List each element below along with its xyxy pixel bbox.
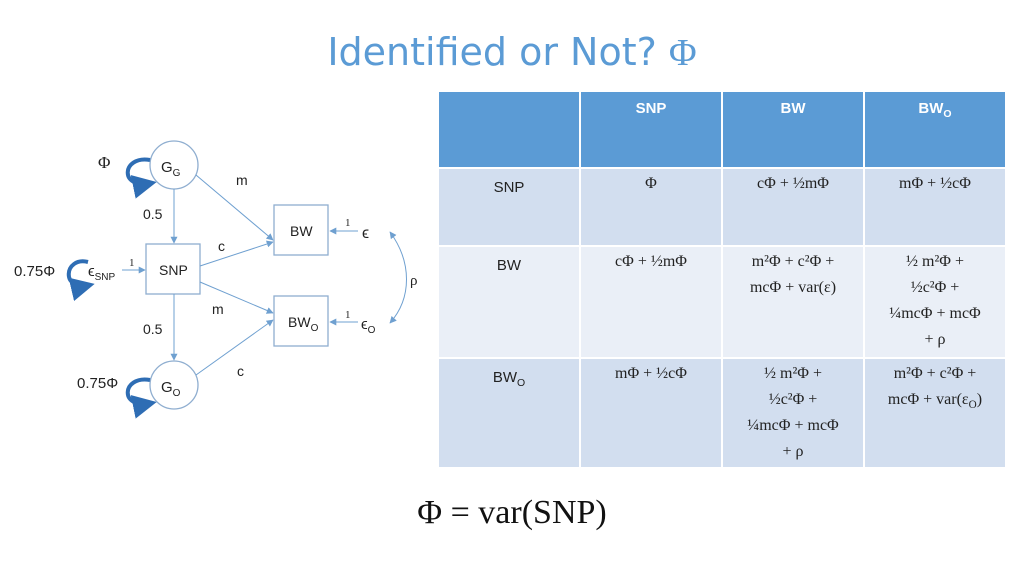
cell-snp-snp: Φ: [579, 167, 723, 247]
go-label: GO: [161, 379, 181, 399]
gg-variance-loop: [125, 157, 157, 199]
rho-label: ρ: [410, 273, 418, 289]
one-snp-label: 1: [129, 257, 135, 269]
cell-snp-bwo: mΦ + ½cΦ: [863, 167, 1007, 247]
eps-snp-variance-loop: [66, 259, 95, 302]
path-snp-bw: [199, 240, 274, 267]
path-go-bwo: [195, 319, 274, 376]
title-text: Identified or Not?: [327, 30, 669, 74]
header-snp: SNP: [579, 90, 723, 169]
go-variance-label: 0.75Φ: [77, 375, 118, 392]
matrix-row-bwo: BWO mΦ + ½cΦ ½ m²Φ +½c²Φ +¼mcΦ + mcΦ+ ρ …: [437, 357, 1007, 469]
header-bwo: BWO: [863, 90, 1007, 169]
snp-node-label: SNP: [159, 262, 188, 278]
bw-node-label: BW: [290, 223, 313, 239]
one-bw-label: 1: [345, 217, 351, 229]
path-c-bottom-label: c: [237, 363, 244, 379]
path-05-top-label: 0.5: [143, 206, 163, 222]
rho-covariance-arc: [389, 231, 407, 324]
phi-definition-formula: Φ = var(SNP): [417, 494, 607, 531]
gg-label: GG: [161, 159, 181, 179]
cell-bw-bwo: ½ m²Φ +½c²Φ +¼mcΦ + mcΦ+ ρ: [863, 245, 1007, 359]
gg-node: [149, 140, 199, 190]
path-snp-bwo: [199, 281, 274, 314]
bw-node: [273, 204, 329, 256]
path-diagram: GG Φ SNP GO 0.75Φ BW BWO 0.5 0.5 m c m c…: [14, 140, 418, 419]
path-c-top-label: c: [218, 238, 225, 254]
path-gg-bw: [195, 174, 274, 241]
row-label-bwo: BWO: [437, 357, 581, 469]
snp-variance-label: 0.75Φ: [14, 263, 55, 280]
slide-title: Identified or Not? Φ: [0, 30, 1024, 75]
matrix-header-row: SNP BW BWO: [437, 90, 1007, 169]
phi-variance-label: Φ: [98, 153, 110, 172]
bwo-node-label: BWO: [288, 314, 319, 334]
bwo-node: [273, 295, 329, 347]
cell-bwo-snp: mΦ + ½cΦ: [579, 357, 723, 469]
go-node: [149, 360, 199, 410]
cell-bwo-bw: ½ m²Φ +½c²Φ +¼mcΦ + mcΦ+ ρ: [721, 357, 865, 469]
path-m-bottom-label: m: [212, 301, 224, 317]
snp-node: [145, 243, 201, 295]
matrix-row-snp: SNP Φ cΦ + ½mΦ mΦ + ½cΦ: [437, 167, 1007, 247]
row-label-snp: SNP: [437, 167, 581, 247]
go-variance-loop: [125, 377, 157, 419]
eps-o-label: ϵO: [361, 316, 376, 336]
path-05-bottom-label: 0.5: [143, 321, 163, 337]
cell-snp-bw: cΦ + ½mΦ: [721, 167, 865, 247]
cell-bw-bw: m²Φ + c²Φ +mcΦ + var(ε): [721, 245, 865, 359]
eps-bw-label: ϵ: [362, 225, 369, 242]
title-phi-symbol: Φ: [668, 32, 697, 74]
matrix-row-bw: BW cΦ + ½mΦ m²Φ + c²Φ +mcΦ + var(ε) ½ m²…: [437, 245, 1007, 359]
eps-snp-label: ϵSNP: [88, 263, 116, 283]
header-empty: [437, 90, 581, 169]
row-label-bw: BW: [437, 245, 581, 359]
covariance-matrix: SNP BW BWO SNP Φ cΦ + ½mΦ mΦ + ½cΦ BW cΦ…: [437, 90, 1007, 469]
path-m-top-label: m: [236, 172, 248, 188]
header-bw: BW: [721, 90, 865, 169]
one-bwo-label: 1: [345, 309, 351, 321]
cell-bw-snp: cΦ + ½mΦ: [579, 245, 723, 359]
cell-bwo-bwo: m²Φ + c²Φ +mcΦ + var(εO): [863, 357, 1007, 469]
